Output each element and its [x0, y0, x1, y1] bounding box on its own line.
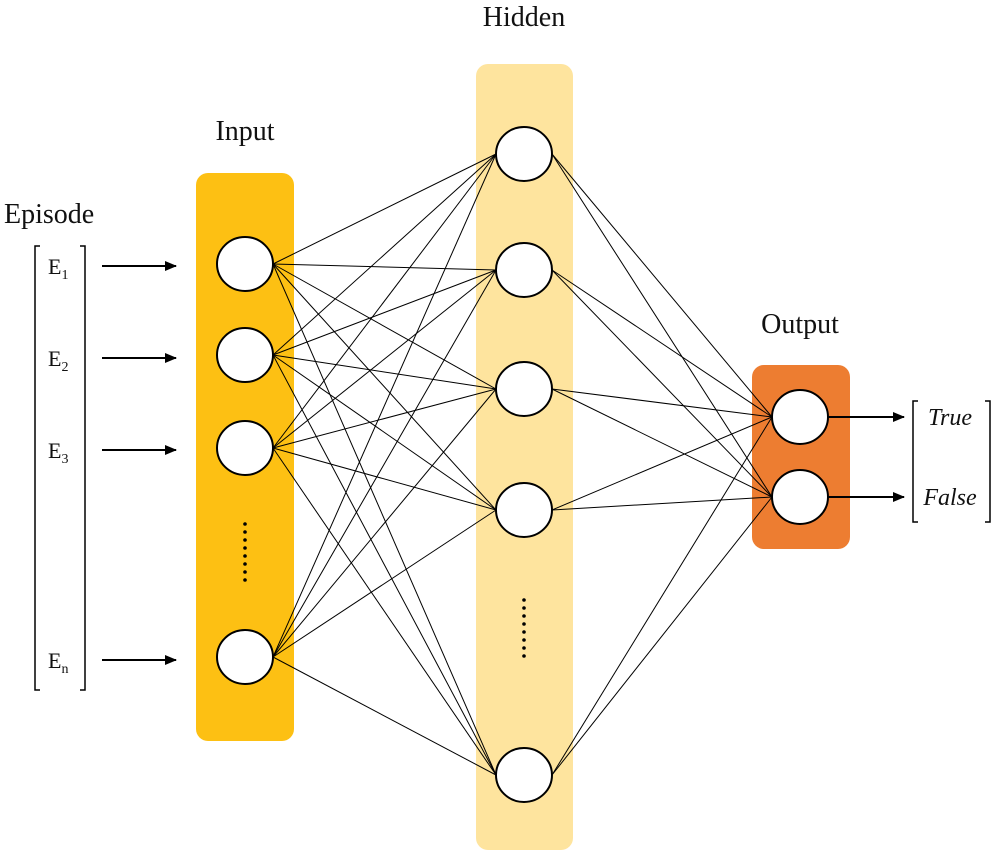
ellipsis-dot	[243, 562, 247, 566]
episode-label-subscript: 1	[61, 268, 68, 283]
ellipsis-dot	[522, 630, 526, 634]
input-hidden-connection	[272, 656, 497, 776]
ellipsis-dot	[243, 578, 247, 582]
hidden-output-connection	[551, 416, 773, 776]
input-arrows	[102, 261, 177, 665]
input-hidden-connection	[272, 269, 497, 356]
ellipsis-dot	[522, 646, 526, 650]
episode-label-base: E	[48, 254, 61, 279]
input-hidden-connection	[272, 263, 497, 271]
ellipsis-dot	[522, 638, 526, 642]
input-hidden-connection	[272, 447, 497, 511]
hidden-neuron	[495, 361, 553, 417]
hidden-output-connection	[551, 496, 773, 511]
input-hidden-connection	[272, 354, 497, 390]
hidden-neuron	[495, 242, 553, 298]
input-neuron	[216, 236, 274, 292]
input-hidden-connection	[272, 269, 497, 449]
ellipsis-dot	[522, 598, 526, 602]
hidden-neuron	[495, 126, 553, 182]
ellipsis-dot	[243, 570, 247, 574]
hidden-ellipsis	[522, 598, 526, 658]
input-hidden-connection	[272, 263, 497, 776]
input-title: Input	[215, 116, 274, 147]
hidden-output-connection	[551, 153, 773, 498]
ellipsis-dot	[243, 554, 247, 558]
output-neuron	[771, 469, 829, 525]
output-neuron	[771, 389, 829, 445]
input-hidden-connection	[272, 388, 497, 658]
input-hidden-connection	[272, 263, 497, 511]
connections	[272, 153, 773, 776]
input-hidden-connection	[272, 509, 497, 658]
input-hidden-connection	[272, 269, 497, 658]
hidden-neuron	[495, 482, 553, 538]
input-neuron	[216, 327, 274, 383]
episode-label-base: E	[48, 346, 61, 371]
episode-label: E2	[48, 346, 68, 375]
ellipsis-dot	[243, 546, 247, 550]
episode-label-subscript: 2	[61, 360, 68, 375]
hidden-neuron	[495, 747, 553, 803]
hidden-output-connection	[551, 496, 773, 776]
output-false-label: False	[922, 485, 977, 511]
input-hidden-connection	[272, 354, 497, 776]
output-title: Output	[761, 309, 839, 340]
output-true-label: True	[928, 405, 972, 431]
input-hidden-connection	[272, 153, 497, 449]
episode-label-subscript: n	[61, 662, 68, 677]
output-right-bracket	[985, 400, 991, 523]
episode-title: Episode	[4, 199, 94, 230]
hidden-output-connection	[551, 269, 773, 498]
hidden-output-connection	[551, 388, 773, 498]
input-hidden-connection	[272, 153, 497, 356]
ellipsis-dot	[522, 654, 526, 658]
episode-label: En	[48, 648, 68, 677]
output-left-bracket	[912, 400, 918, 523]
hidden-output-connection	[551, 153, 773, 418]
episode-label-subscript: 3	[61, 452, 68, 467]
input-hidden-connection	[272, 354, 497, 511]
input-hidden-connection	[272, 263, 497, 390]
input-neuron	[216, 629, 274, 685]
input-hidden-connection	[272, 388, 497, 449]
episode-right-bracket	[80, 245, 86, 691]
episode-label: E1	[48, 254, 68, 283]
input-ellipsis	[243, 522, 247, 582]
hidden-output-connection	[551, 416, 773, 511]
ellipsis-dot	[522, 622, 526, 626]
input-hidden-connection	[272, 153, 497, 265]
input-hidden-connection	[272, 153, 497, 658]
episode-label-base: E	[48, 648, 61, 673]
hidden-output-connection	[551, 388, 773, 418]
ellipsis-dot	[243, 530, 247, 534]
ellipsis-dot	[522, 606, 526, 610]
episode-label: E3	[48, 438, 68, 467]
ellipsis-dot	[522, 614, 526, 618]
hidden-output-connection	[551, 269, 773, 418]
input-hidden-connection	[272, 447, 497, 776]
input-neuron	[216, 420, 274, 476]
episode-left-bracket	[34, 245, 40, 691]
nodes	[216, 126, 829, 803]
output-arrows	[828, 412, 905, 502]
ellipsis-dot	[243, 538, 247, 542]
ellipsis-dot	[243, 522, 247, 526]
hidden-title: Hidden	[483, 2, 565, 33]
episode-label-base: E	[48, 438, 61, 463]
